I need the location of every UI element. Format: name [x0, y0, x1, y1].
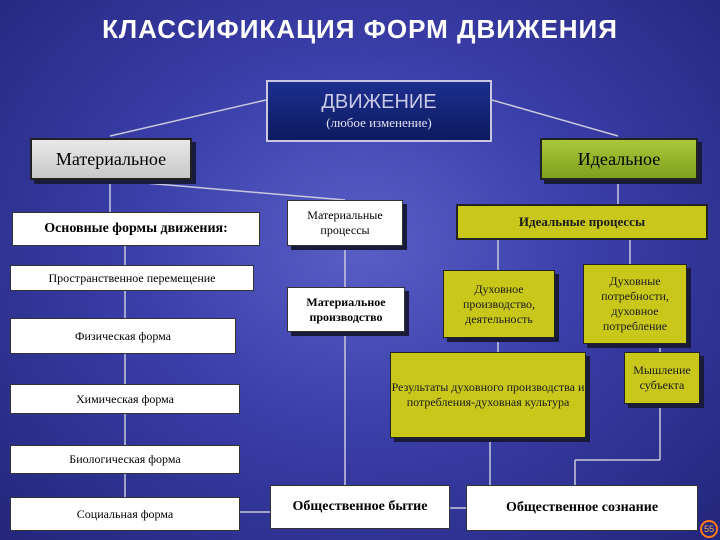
material-processes: Материальные процессы [287, 200, 403, 246]
root-sublabel: (любое изменение) [326, 115, 432, 131]
social-being: Общественное бытие [270, 485, 450, 529]
social-consciousness: Общественное сознание [466, 485, 698, 531]
page-number-badge: 55 [700, 520, 718, 538]
ideal-node: Идеальное [540, 138, 698, 180]
form-biological: Биологическая форма [10, 445, 240, 474]
root-label: ДВИЖЕНИЕ [321, 91, 437, 114]
form-physical: Физическая форма [10, 318, 236, 354]
page-title: КЛАССИФИКАЦИЯ ФОРМ ДВИЖЕНИЯ [102, 14, 618, 44]
ideal-processes: Идеальные процессы [456, 204, 708, 240]
basic-forms-label: Основные формы движения: [12, 212, 260, 246]
spiritual-results: Результаты духовного производства и потр… [390, 352, 586, 438]
form-social: Социальная форма [10, 497, 240, 531]
spiritual-production: Духовное производство, деятельность [443, 270, 555, 338]
material-node: Материальное [30, 138, 192, 180]
root-node-movement: ДВИЖЕНИЕ (любое изменение) [266, 80, 492, 142]
form-chemical: Химическая форма [10, 384, 240, 414]
spiritual-needs: Духовные потребности, духовное потреблен… [583, 264, 687, 344]
material-production: Материальное производство [287, 287, 405, 332]
subject-thinking: Мышление субъекта [624, 352, 700, 404]
form-spatial-movement: Пространственное перемещение [10, 265, 254, 291]
